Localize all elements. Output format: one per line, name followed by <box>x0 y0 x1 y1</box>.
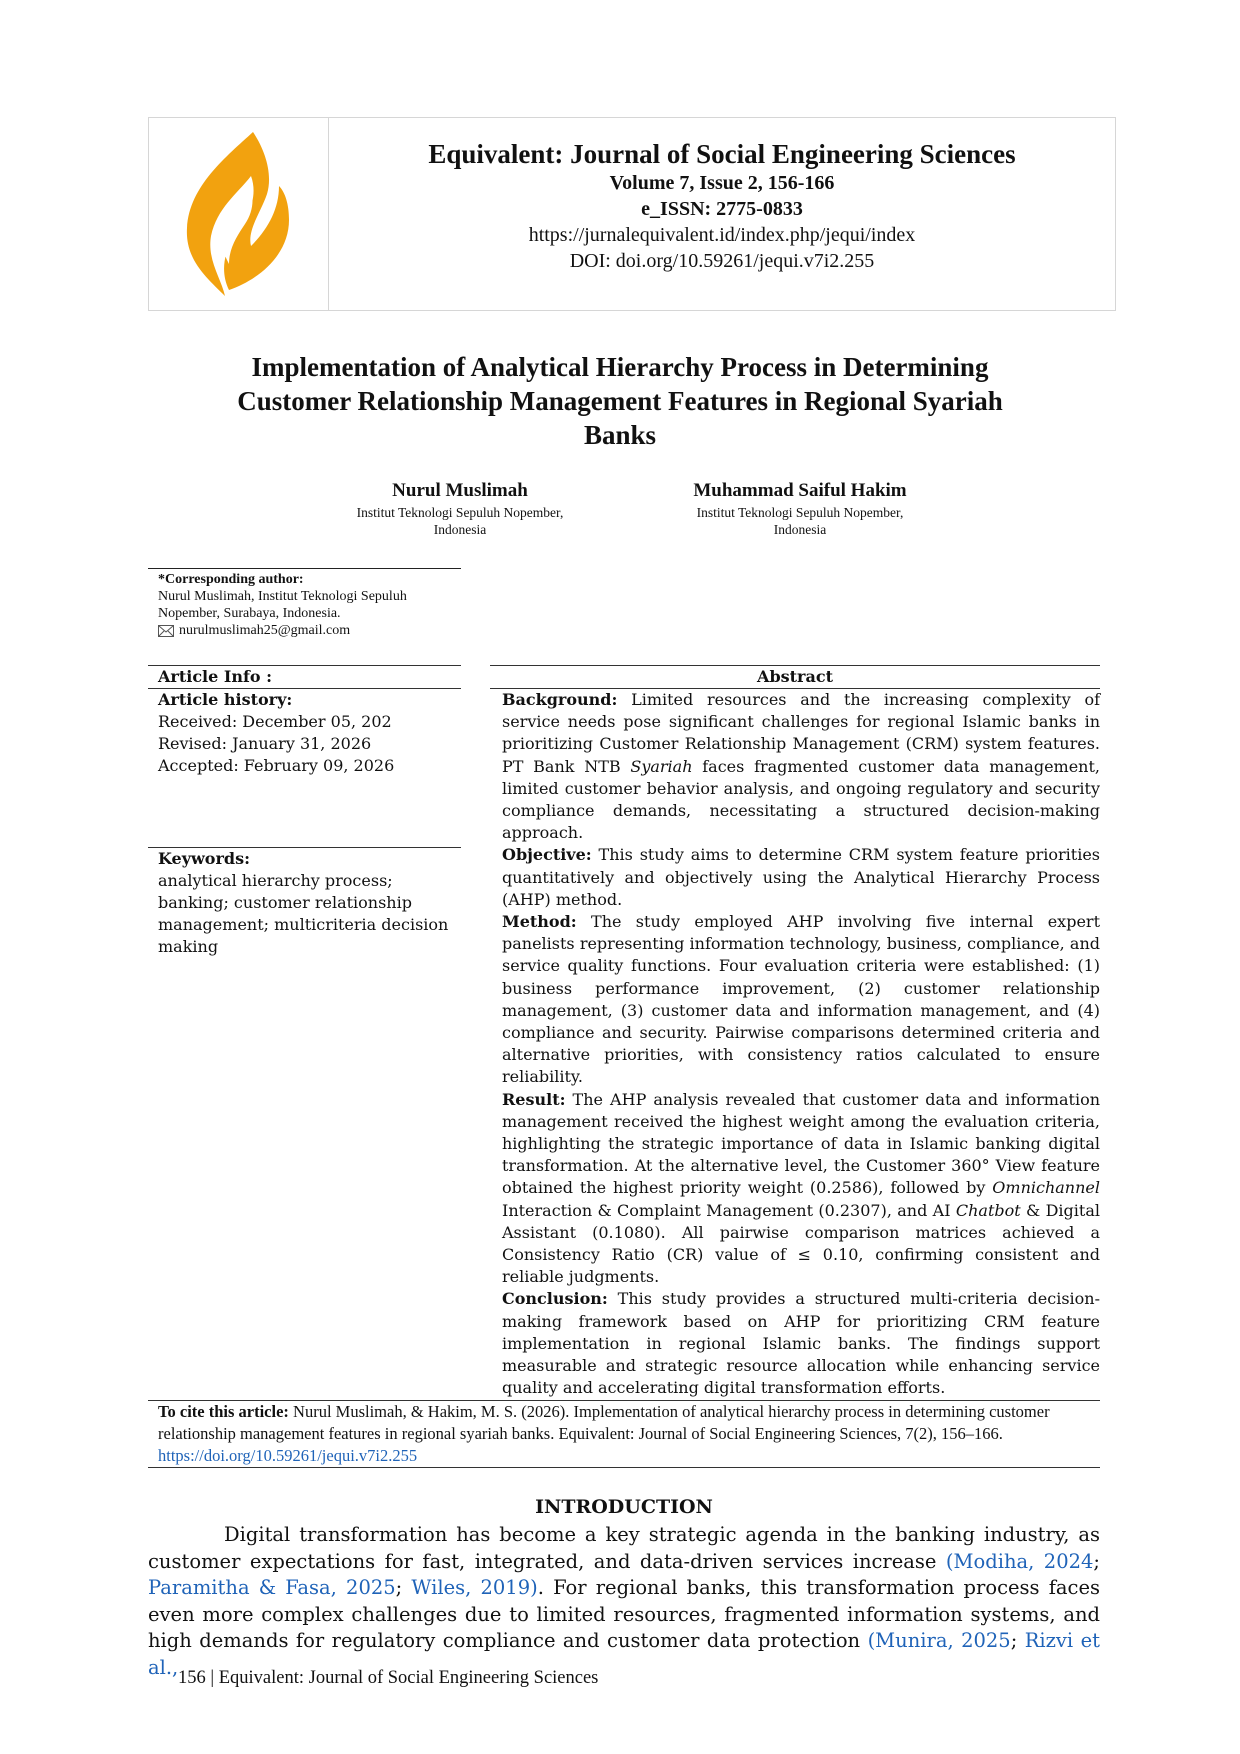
citation-doi-link[interactable]: https://doi.org/10.59261/jequi.v7i2.255 <box>158 1446 418 1465</box>
envelope-icon <box>158 624 174 637</box>
author-2: Muhammad Saiful Hakim Institut Teknologi… <box>650 478 950 538</box>
page-footer: 156 | Equivalent: Journal of Social Engi… <box>178 1668 599 1688</box>
paper-title: Implementation of Analytical Hierarchy P… <box>170 350 1070 452</box>
introduction-paragraph: Digital transformation has become a key … <box>148 1523 1101 1679</box>
abstract-method: Method: The study employed AHP involving… <box>502 912 1100 1087</box>
received-date: Received: December 05, 202 <box>158 712 392 731</box>
author-name: Muhammad Saiful Hakim <box>693 480 907 501</box>
abstract-result: Result: The AHP analysis revealed that c… <box>502 1089 1100 1287</box>
journal-volume: Volume 7, Issue 2, 156-166 <box>609 172 835 194</box>
keywords-line: analytical hierarchy process; <box>158 871 393 890</box>
keywords-line: making <box>158 937 219 956</box>
journal-info: Equivalent: Journal of Social Engineerin… <box>329 138 1115 274</box>
abstract-heading: Abstract <box>757 667 833 686</box>
citation-link[interactable]: Paramitha & Fasa, 2025 <box>148 1576 396 1600</box>
abstract-background: Background: Limited resources and the in… <box>502 690 1101 843</box>
citation-link[interactable]: (Munira, 2025 <box>867 1629 1011 1653</box>
author-country: Indonesia <box>433 522 487 537</box>
abstract-conclusion: Conclusion: This study provides a struct… <box>502 1289 1100 1398</box>
title-line: Customer Relationship Management Feature… <box>237 386 1003 416</box>
keywords-label: Keywords: <box>158 849 251 868</box>
citation-link[interactable]: Rizvi et al., <box>148 1629 1100 1679</box>
citation-text: To cite this article: Nurul Muslimah, & … <box>158 1402 1050 1465</box>
author-country: Indonesia <box>773 522 827 537</box>
journal-doi[interactable]: DOI: doi.org/10.59261/jequi.v7i2.255 <box>569 250 875 272</box>
citation-link[interactable]: (Modiha, 2024 <box>945 1549 1094 1573</box>
corresponding-email[interactable]: nurulmuslimah25@gmail.com <box>179 623 351 638</box>
journal-flame-logo-icon <box>186 132 289 296</box>
keywords-line: banking; customer relationship <box>158 893 412 912</box>
journal-issn: e_ISSN: 2775-0833 <box>641 198 803 220</box>
accepted-date: Accepted: February 09, 2026 <box>158 756 395 775</box>
author-affiliation: Institut Teknologi Sepuluh Nopember, <box>356 505 564 520</box>
page-number: 156 <box>178 1668 206 1688</box>
title-line: Implementation of Analytical Hierarchy P… <box>251 352 989 382</box>
article-info-heading: Article Info : <box>158 667 273 686</box>
journal-header: Equivalent: Journal of Social Engineerin… <box>148 117 1116 311</box>
article-history-label: Article history: <box>158 690 293 709</box>
citation-link[interactable]: Wiles, 2019) <box>411 1576 538 1600</box>
title-line: Banks <box>583 420 657 450</box>
revised-date: Revised: January 31, 2026 <box>158 734 372 753</box>
author-affiliation: Institut Teknologi Sepuluh Nopember, <box>696 505 904 520</box>
footer-journal-name: Equivalent: Journal of Social Engineerin… <box>218 1668 599 1688</box>
corresponding-line: Nurul Muslimah, Institut Teknologi Sepul… <box>158 589 407 604</box>
corresponding-author: *Corresponding author: Nurul Muslimah, I… <box>148 568 461 639</box>
logo-cell <box>149 118 329 310</box>
abstract-body: Background: Limited resources and the in… <box>490 689 1100 1400</box>
corresponding-label: *Corresponding author: <box>158 572 304 587</box>
keywords-line: management; multicriteria decision <box>158 915 449 934</box>
article-info-column: Article Info : Article history: Received… <box>148 665 461 958</box>
abstract-objective: Objective: This study aims to determine … <box>502 845 1100 909</box>
author-1: Nurul Muslimah Institut Teknologi Sepulu… <box>310 478 610 538</box>
journal-title: Equivalent: Journal of Social Engineerin… <box>428 139 1016 169</box>
corresponding-email-row: nurulmuslimah25@gmail.com <box>158 622 461 639</box>
citation-box: To cite this article: Nurul Muslimah, & … <box>148 1400 1100 1468</box>
journal-url[interactable]: https://jurnalequivalent.id/index.php/je… <box>528 224 916 246</box>
abstract-column: Abstract Background: Limited resources a… <box>490 665 1100 1400</box>
corresponding-line: Nopember, Surabaya, Indonesia. <box>158 606 341 621</box>
section-heading-introduction: INTRODUCTION <box>535 1496 713 1518</box>
author-name: Nurul Muslimah <box>392 480 528 501</box>
